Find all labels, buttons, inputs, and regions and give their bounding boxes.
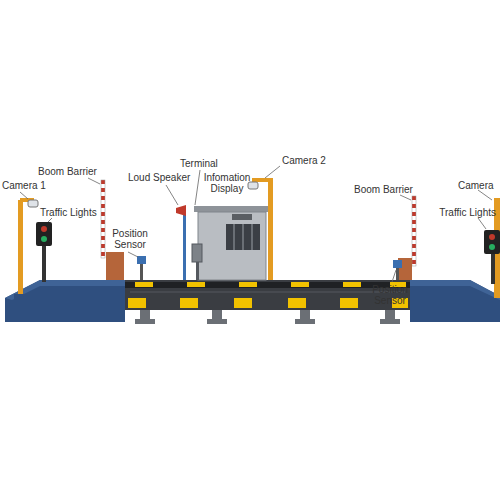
callout-label: Camera: [458, 180, 494, 191]
callout-label: Traffic Lights: [439, 207, 496, 218]
callout-label: Camera 1: [2, 180, 46, 191]
callout-label: Position Sensor: [108, 228, 152, 250]
callout-label: Terminal: [180, 158, 218, 169]
callout-label: Position Sensor: [368, 284, 412, 306]
callout-label: Boom Barrier: [354, 184, 413, 195]
callout-label: Infomation Display: [198, 172, 256, 194]
callout-label: Boom Barrier: [38, 166, 97, 177]
callout-label: Loud Speaker: [128, 172, 190, 183]
callout-label: Camera 2: [282, 155, 326, 166]
callout-label: Traffic Lights: [40, 207, 97, 218]
